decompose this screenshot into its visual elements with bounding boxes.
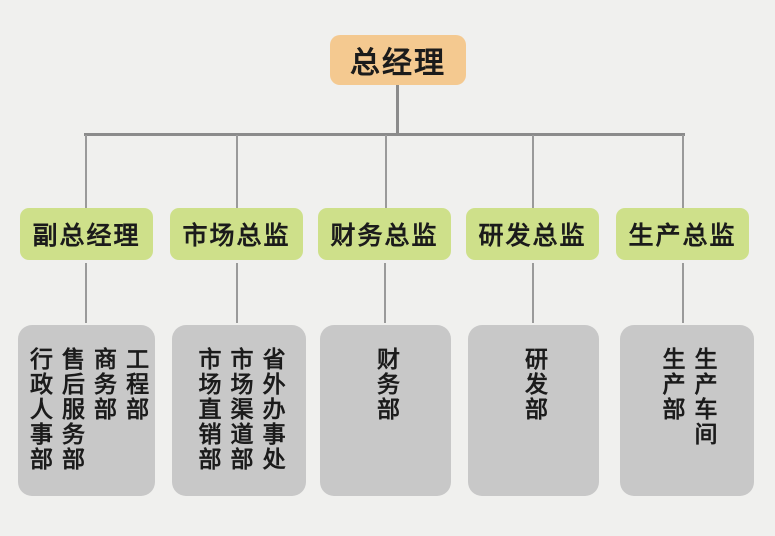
node-label: 研发总监 xyxy=(478,221,587,250)
dept-label: 研发部 xyxy=(520,347,547,422)
node-dept-group-finance[interactable]: 财务部 xyxy=(320,325,451,496)
connector-bus-to-director-5 xyxy=(682,135,684,208)
node-director-deputy-gm[interactable]: 副总经理 xyxy=(20,208,153,260)
node-dept-group-rnd[interactable]: 研发部 xyxy=(468,325,599,496)
dept-label: 省外办事处 xyxy=(258,347,285,472)
connector-bus-to-director-3 xyxy=(385,135,387,208)
connector-director-5-to-dept xyxy=(682,263,684,323)
vertical-text-columns: 生产车间 生产部 xyxy=(657,347,717,496)
dept-label: 生产部 xyxy=(658,347,684,422)
node-director-finance[interactable]: 财务总监 xyxy=(318,208,451,260)
dept-label: 售后服务部 xyxy=(57,347,84,472)
vertical-text-columns: 省外办事处 市场渠道部 市场直销部 xyxy=(193,347,285,496)
connector-bus-to-director-4 xyxy=(532,135,534,208)
node-general-manager[interactable]: 总经理 xyxy=(330,35,466,85)
dept-label: 商务部 xyxy=(89,347,116,422)
dept-label: 市场渠道部 xyxy=(226,347,253,472)
node-label: 生产总监 xyxy=(628,221,737,250)
node-label: 市场总监 xyxy=(182,221,291,250)
node-director-production[interactable]: 生产总监 xyxy=(616,208,749,260)
connector-horizontal-bus xyxy=(84,133,685,136)
node-label: 财务总监 xyxy=(330,221,439,250)
node-dept-group-production[interactable]: 生产车间 生产部 xyxy=(620,325,754,496)
connector-root-stem xyxy=(396,85,399,135)
dept-label: 财务部 xyxy=(372,347,399,422)
node-label: 总经理 xyxy=(350,46,446,81)
connector-bus-to-director-1 xyxy=(85,135,87,208)
node-director-rnd[interactable]: 研发总监 xyxy=(466,208,599,260)
node-label: 副总经理 xyxy=(32,221,141,250)
dept-label: 生产车间 xyxy=(690,347,717,447)
dept-label: 工程部 xyxy=(121,347,148,422)
connector-director-4-to-dept xyxy=(532,263,534,323)
vertical-text-columns: 财务部 xyxy=(371,347,399,496)
connector-director-1-to-dept xyxy=(85,263,87,323)
dept-label: 行政人事部 xyxy=(25,347,52,472)
dept-label: 市场直销部 xyxy=(193,347,220,472)
node-director-marketing[interactable]: 市场总监 xyxy=(170,208,303,260)
node-dept-group-deputy-gm[interactable]: 工程部 商务部 售后服务部 行政人事部 xyxy=(18,325,155,496)
connector-director-3-to-dept xyxy=(384,263,386,323)
connector-director-2-to-dept xyxy=(236,263,238,323)
vertical-text-columns: 工程部 商务部 售后服务部 行政人事部 xyxy=(24,347,148,496)
connector-bus-to-director-2 xyxy=(236,135,238,208)
vertical-text-columns: 研发部 xyxy=(519,347,547,496)
node-dept-group-marketing[interactable]: 省外办事处 市场渠道部 市场直销部 xyxy=(172,325,306,496)
